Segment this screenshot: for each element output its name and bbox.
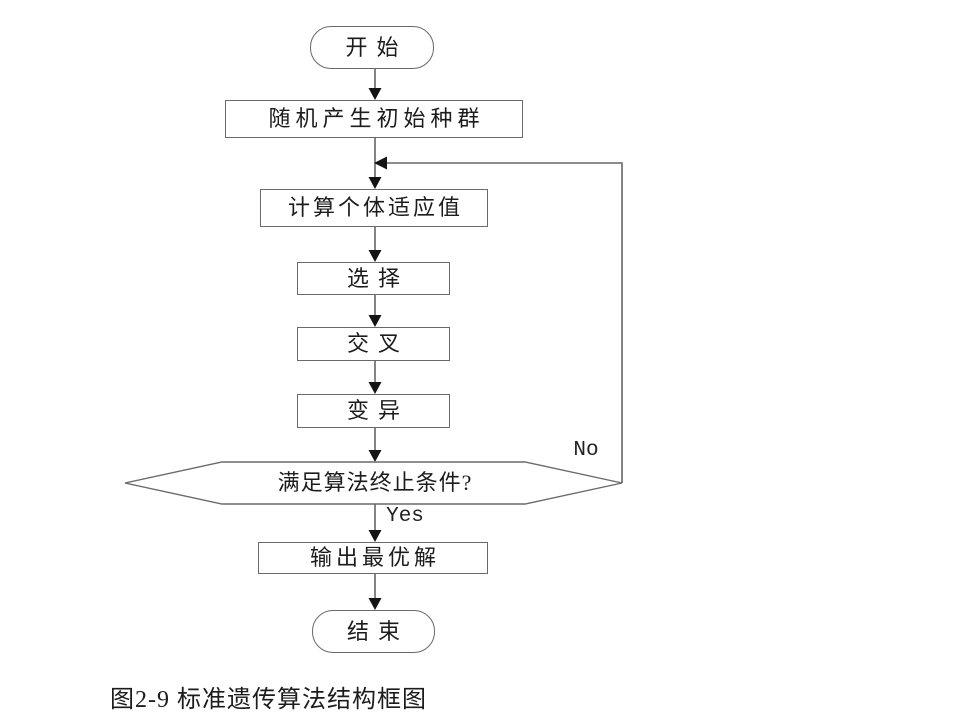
arrowhead-decision-output <box>368 530 382 542</box>
arrowhead-fitness-selection <box>368 250 382 262</box>
arrowhead-init-fitness <box>368 177 382 189</box>
node-mutation: 变异 <box>297 394 450 428</box>
arrowhead-no-feedback <box>374 156 387 170</box>
arrowhead-start-init <box>368 88 382 100</box>
arrowhead-crossover-mutation <box>368 382 382 394</box>
node-crossover: 交叉 <box>297 327 450 361</box>
edge-label-no: No <box>573 438 599 462</box>
arrowhead-output-end <box>368 598 382 610</box>
node-compute-fitness: 计算个体适应值 <box>260 189 488 227</box>
node-init-population: 随机产生初始种群 <box>225 100 523 138</box>
edge-no-feedback <box>387 162 623 483</box>
node-start: 开始 <box>310 26 434 69</box>
edge-label-yes: Yes <box>386 505 424 528</box>
figure-caption: 图2-9 标准遗传算法结构框图 <box>110 687 427 713</box>
node-output-solution: 输出最优解 <box>258 542 488 574</box>
decision-hexagon-shape <box>124 461 623 505</box>
node-termination-decision: 满足算法终止条件? <box>277 470 473 495</box>
node-end: 结束 <box>312 610 435 653</box>
arrowhead-mutation-decision <box>368 450 382 462</box>
node-selection: 选择 <box>297 262 450 295</box>
arrowhead-selection-crossover <box>368 315 382 327</box>
